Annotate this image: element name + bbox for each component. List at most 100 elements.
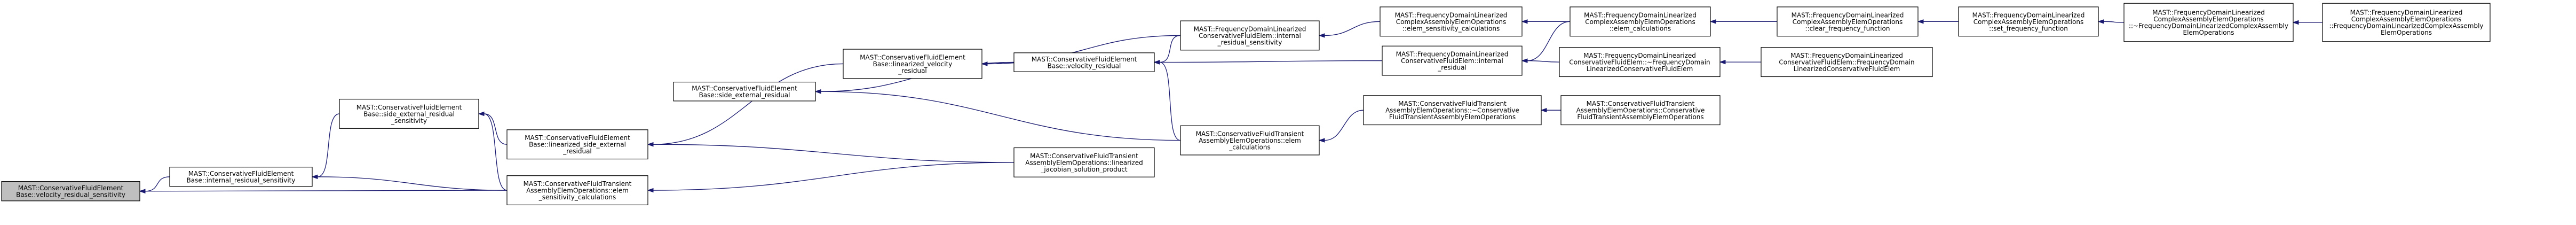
call-edge [1521, 58, 1560, 63]
call-edge [1719, 59, 1761, 65]
call-edge [647, 142, 1014, 163]
node-label-line: MAST::ConservativeFluidTransient [1398, 100, 1507, 107]
caller-node[interactable]: MAST::ConservativeFluidElementBase::line… [506, 129, 648, 160]
node-label-line: Base::linearized_velocity [873, 60, 953, 68]
node-label-line: ComplexAssemblyElemOperations [2153, 15, 2263, 23]
node-label-line: MAST::FrequencyDomainLinearized [1972, 11, 2085, 19]
node-label-line: Base::linearized_side_external [529, 141, 626, 149]
node-label-line: ComplexAssemblyElemOperations [1396, 18, 1506, 26]
arrowhead-icon [1318, 138, 1325, 143]
caller-node[interactable]: MAST::ConservativeFluidTransientAssembly… [1180, 125, 1320, 156]
node-box [1, 181, 140, 201]
arrowhead-icon [814, 89, 821, 94]
arrowhead-icon [1521, 58, 1528, 63]
call-edge [1153, 35, 1181, 65]
node-label-line: MAST::FrequencyDomainLinearized [1396, 51, 1509, 58]
node-label-line: ComplexAssemblyElemOperations [2351, 15, 2461, 23]
arrowhead-icon [311, 174, 318, 180]
node-label-line: MAST::ConservativeFluidTransient [524, 180, 632, 188]
caller-node[interactable]: MAST::ConservativeFluidElementBase::velo… [1013, 52, 1155, 72]
node-label-line: MAST::ConservativeFluidTransient [1196, 130, 1304, 138]
caller-node[interactable]: MAST::FrequencyDomainLinearizedComplexAs… [1570, 6, 1711, 37]
call-edge [1521, 19, 1570, 24]
call-edge [1153, 60, 1383, 65]
caller-node[interactable]: MAST::ConservativeFluidTransientAssembly… [1560, 95, 1721, 126]
arrowhead-icon [2097, 19, 2104, 24]
node-label-line: _residual_sensitivity [1217, 38, 1282, 46]
call-edge [139, 189, 508, 193]
caller-node[interactable]: MAST::ConservativeFluidElementBase::side… [339, 98, 479, 129]
call-edge [1318, 110, 1364, 143]
node-label-line: MAST::ConservativeFluidElement [188, 170, 294, 177]
node-box [1382, 45, 1523, 76]
node-box [1761, 47, 1933, 77]
node-box [1560, 95, 1721, 126]
node-label-line: AssemblyElemOperations::elem [1199, 137, 1301, 144]
node-label-line: MAST::ConservativeFluidElement [1032, 56, 1137, 63]
node-label-line: ElemOperations [2183, 29, 2234, 36]
caller-node[interactable]: MAST::ConservativeFluidElementBase::inte… [169, 167, 313, 187]
edge-line [317, 113, 340, 177]
arrowhead-icon [478, 111, 485, 117]
node-box [1958, 6, 2099, 37]
node-label-line: ComplexAssemblyElemOperations [1793, 18, 1903, 26]
node-label-line: ::elem_calculations [1610, 25, 1671, 32]
caller-node[interactable]: MAST::FrequencyDomainLinearizedComplexAs… [2123, 3, 2294, 42]
arrowhead-icon [1719, 59, 1726, 65]
caller-node[interactable]: MAST::FrequencyDomainLinearizedComplexAs… [1777, 6, 1919, 37]
caller-node[interactable]: MAST::FrequencyDomainLinearizedComplexAs… [2322, 3, 2491, 42]
edge-line [484, 113, 508, 191]
node-label-line: LinearizedConservativeFluidElem [1587, 65, 1693, 73]
node-label-line: ::elem_sensitivity_calculations [1402, 25, 1500, 32]
node-label-line: ConservativeFluidElem::internal [1199, 32, 1301, 40]
arrowhead-icon [1709, 19, 1716, 24]
node-box [1363, 95, 1542, 126]
node-label-line: FluidTransientAssemblyElemOperations [1389, 113, 1516, 121]
node-label-line: Base::internal_residual_sensitivity [186, 177, 295, 184]
edge-line [653, 162, 1014, 191]
call-edge [1709, 19, 1777, 24]
arrowhead-icon [2292, 20, 2299, 25]
node-label-line: _sensitivity [391, 117, 427, 125]
node-label-line: _residual [562, 148, 592, 155]
call-edge [647, 162, 1014, 193]
caller-node[interactable]: MAST::ConservativeFluidTransientAssembly… [506, 175, 648, 206]
node-label-line: MAST::FrequencyDomainLinearized [2152, 9, 2265, 17]
caller-node[interactable]: MAST::FrequencyDomainLinearizedConservat… [1382, 45, 1523, 76]
edge-line [484, 113, 508, 145]
node-label-line: MAST::ConservativeFluidElement [692, 84, 797, 92]
node-label-line: _residual [1437, 64, 1467, 72]
caller-node[interactable]: MAST::FrequencyDomainLinearizedComplexAs… [1380, 6, 1523, 37]
node-label-line: ConservativeFluidElem::~FrequencyDomain [1569, 59, 1710, 66]
node-label-line: ElemOperations [2381, 29, 2432, 36]
node-label-line: ::FrequencyDomainLinearizedComplexAssemb… [2329, 22, 2483, 30]
node-label-line: MAST::FrequencyDomainLinearized [1790, 52, 1903, 59]
node-label-line: MAST::ConservativeFluidElement [525, 134, 630, 142]
call-edge [2292, 20, 2323, 25]
node-label-line: MAST::ConservativeFluidElement [18, 184, 124, 192]
node-label-line: MAST::FrequencyDomainLinearized [1395, 11, 1508, 19]
edge-line [1324, 110, 1364, 141]
caller-node[interactable]: MAST::ConservativeFluidTransientAssembly… [1013, 147, 1155, 177]
caller-node[interactable]: MAST::ConservativeFluidTransientAssembly… [1363, 95, 1542, 126]
arrowhead-icon [647, 142, 654, 147]
node-label-line: ConservativeFluidElem::internal [1401, 57, 1503, 65]
node-label-line: MAST::FrequencyDomainLinearized [2350, 9, 2463, 17]
caller-node[interactable]: MAST::ConservativeFluidElementBase::side… [673, 81, 816, 102]
node-box [843, 49, 982, 79]
node-box [1180, 20, 1320, 51]
edge-line [145, 176, 170, 192]
node-label-line: MAST::FrequencyDomainLinearized [1584, 11, 1697, 19]
edge-line [317, 176, 508, 191]
caller-node[interactable]: MAST::ConservativeFluidElementBase::line… [843, 49, 982, 79]
caller-node[interactable]: MAST::FrequencyDomainLinearizedConservat… [1559, 47, 1721, 77]
node-label-line: FluidTransientAssemblyElemOperations [1577, 113, 1703, 121]
caller-node[interactable]: MAST::FrequencyDomainLinearizedConservat… [1761, 47, 1933, 77]
edge-line [1159, 61, 1181, 141]
edge-line [1159, 35, 1181, 63]
node-box [1380, 6, 1523, 37]
edge-line [653, 144, 1014, 163]
caller-node[interactable]: MAST::FrequencyDomainLinearizedConservat… [1180, 20, 1320, 51]
caller-node[interactable]: MAST::FrequencyDomainLinearizedComplexAs… [1958, 6, 2099, 37]
